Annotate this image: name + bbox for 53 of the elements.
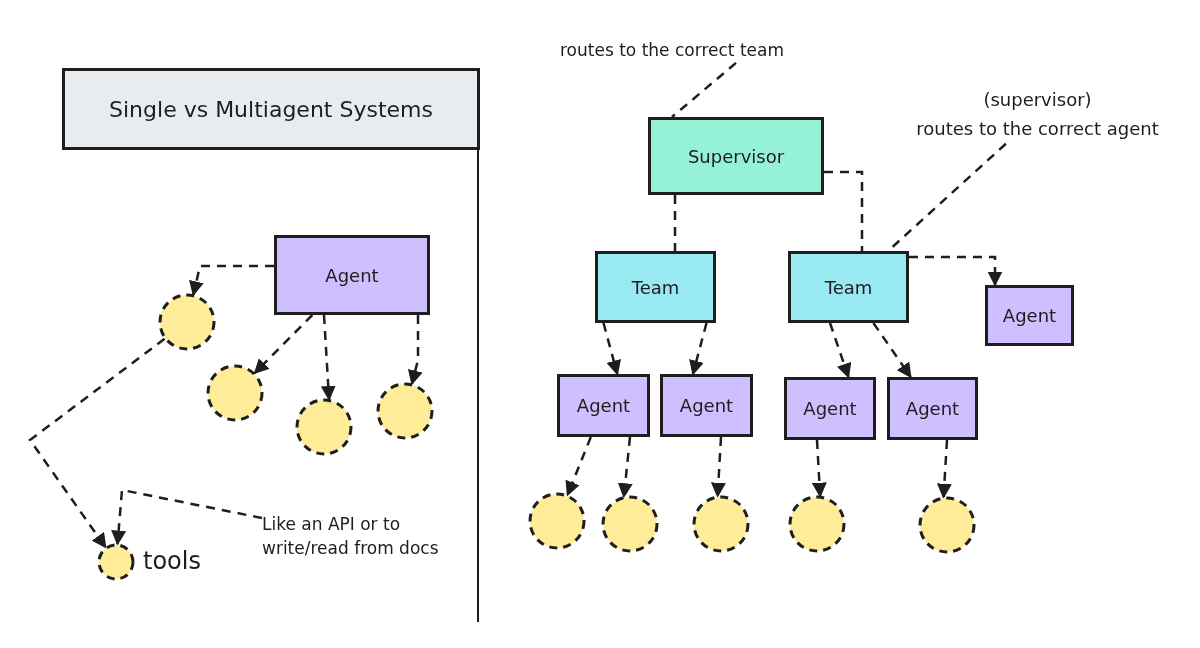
dashed-arrow (872, 322, 912, 379)
node-label: Agent (905, 398, 960, 419)
dashed-arrow (811, 439, 827, 498)
node-label: Supervisor (687, 145, 785, 167)
node-label: Agent (576, 395, 631, 416)
dashed-arrow (617, 436, 633, 499)
agent-box (274, 235, 430, 315)
node-label: Agent (325, 264, 379, 286)
dashed-arrow (408, 315, 423, 386)
tool-circle (788, 495, 846, 553)
tool-circle (158, 293, 216, 351)
node-label: Team (631, 276, 680, 298)
agent-box (985, 285, 1074, 346)
agent-box (784, 377, 876, 440)
tool-circle (295, 398, 353, 456)
agent-box (660, 374, 753, 437)
tool-circle (692, 495, 750, 553)
dashed-arrow (602, 322, 622, 376)
tool-circle (376, 382, 434, 440)
node-label: Single vs Multiagent Systems (109, 96, 433, 122)
dashed-arrow (253, 314, 314, 375)
annotation-text: (supervisor) (983, 88, 1092, 113)
dashed-arrow (28, 337, 166, 549)
node-label: Agent (1002, 305, 1057, 326)
node-label: Agent (803, 398, 857, 419)
title-box (62, 68, 480, 150)
tool-circle (918, 496, 976, 554)
annotation-text: Like an API or to write/read from docs (262, 513, 440, 560)
team-box (788, 251, 909, 323)
dashed-line (671, 61, 737, 118)
dashed-arrow (565, 436, 592, 497)
node-caption: tools (143, 547, 201, 575)
annotation-text: routes to the correct team (560, 39, 784, 63)
dashed-arrow (828, 322, 852, 379)
node-label: Agent (679, 395, 734, 416)
agent-box (557, 374, 650, 437)
node-label: Team (824, 276, 873, 298)
dashed-arrow (936, 439, 952, 499)
dashed-arrow (710, 436, 726, 498)
tool-circle (206, 364, 264, 422)
dashed-arrow (909, 255, 1003, 287)
dashed-arrow (111, 488, 263, 546)
dashed-line (824, 170, 864, 251)
dashed-arrow (189, 264, 274, 297)
annotation-text: routes to the correct agent (916, 117, 1159, 141)
dashed-arrow (689, 322, 708, 376)
dashed-line (673, 195, 677, 251)
supervisor-box (648, 117, 824, 195)
team-box (595, 251, 716, 323)
dashed-arrow (320, 314, 336, 401)
agent-box (887, 377, 978, 440)
tool-circle (601, 495, 659, 553)
tool-circle (528, 492, 586, 550)
